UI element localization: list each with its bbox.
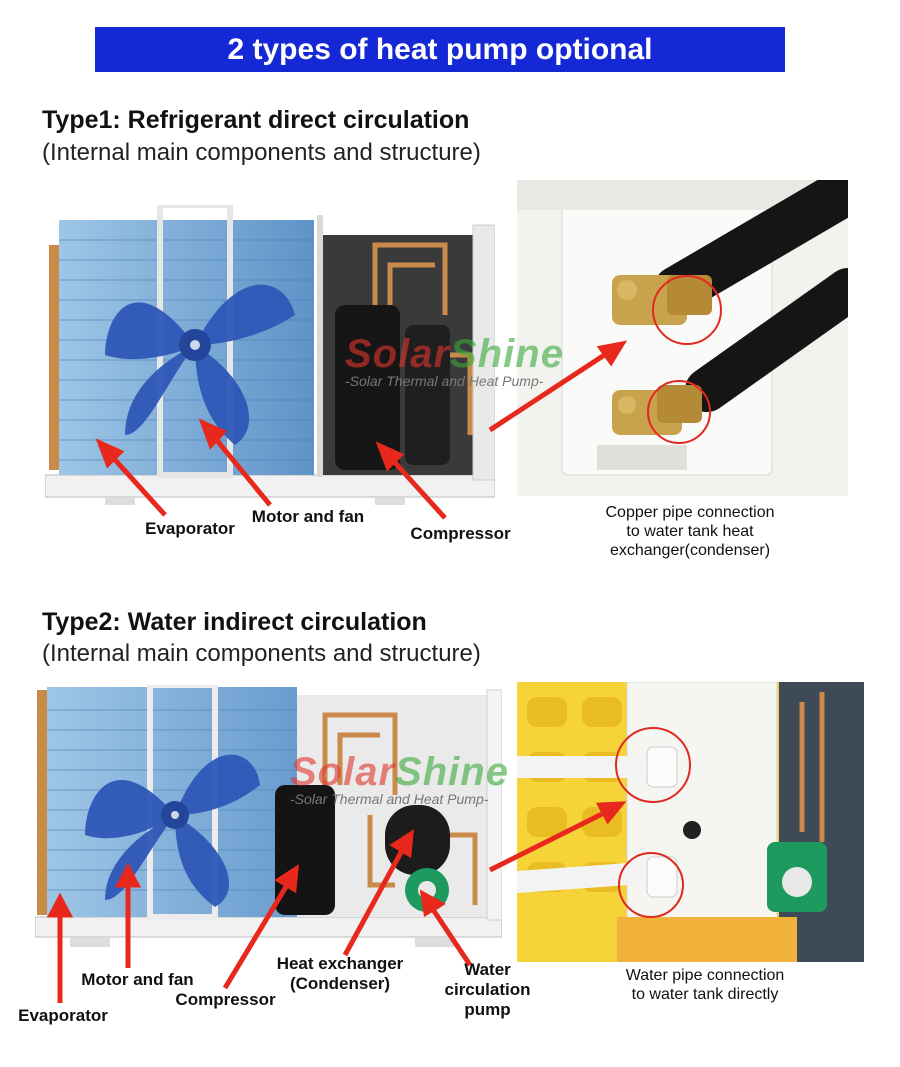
type2-label-pump: Water circulation pump [430,960,545,1020]
arrow-connection-1 [488,347,614,433]
watermark-brand-red: Solar [345,332,451,376]
arrow-evaporator-1 [106,450,167,517]
arrow-head-compressor-1 [375,441,405,472]
pump-line2: circulation [444,980,531,999]
type1-subtitle: (Internal main components and structure) [42,139,481,166]
watermark-brand-green: Shine [450,332,564,376]
watermark-tagline: -Solar Thermal and Heat Pump- [345,373,544,389]
highlight-circle-upper [652,275,722,345]
type2-connection-photo [517,682,864,962]
arrow-heat-exchanger-2 [342,843,408,957]
arrow-head-motor-1 [198,418,228,450]
arrow-connection-2 [488,807,612,873]
type1-caption: Copper pipe connection to water tank hea… [555,503,825,560]
type2-label-compressor: Compressor [175,990,276,1009]
highlight-circle-lower [647,380,711,444]
arrow-pump-2 [427,903,473,967]
type2-label-heat-exchanger: Heat exchanger (Condenser) [265,954,415,994]
watermark-brand-green-2: Shine [395,750,509,794]
type2-caption-line2: to water tank directly [631,986,779,1003]
type2-label-motor-fan: Motor and fan [81,970,194,989]
highlight-circle-lower-2 [618,852,684,918]
highlight-circle-upper-2 [615,727,691,803]
type2-title: Type2: Water indirect circulation [42,608,427,636]
type1-caption-line3: exchanger(condenser) [609,542,771,559]
type1-caption-line1: Copper pipe connection [605,504,775,521]
type2-caption-line1: Water pipe connection [625,967,785,984]
watermark-type1: SolarShine -Solar Thermal and Heat Pump- [345,332,564,389]
heat-exchanger-line2: (Condenser) [289,974,391,993]
pump-line1: Water [464,960,511,979]
type1-caption-line2: to water tank heat [626,523,754,540]
type2-subtitle: (Internal main components and structure) [42,640,481,667]
watermark-brand-red-2: Solar [290,750,396,794]
type1-label-motor-fan: Motor and fan [251,507,365,526]
banner-title: 2 types of heat pump optional [227,32,653,66]
arrow-motor-1 [208,430,272,507]
type1-label-compressor: Compressor [410,524,511,543]
type1-label-evaporator: Evaporator [145,519,235,538]
type1-title: Type1: Refrigerant direct circulation [42,106,470,134]
type2-caption: Water pipe connection to water tank dire… [580,966,830,1004]
arrow-head-connection-1 [596,340,628,367]
watermark-tagline-2: -Solar Thermal and Heat Pump- [290,791,489,807]
pump-line3: pump [464,1000,511,1019]
type1-unit-photo [45,205,495,505]
arrow-compressor-1 [386,453,447,520]
arrow-head-evaporator-1 [95,438,125,469]
watermark-type2: SolarShine -Solar Thermal and Heat Pump- [290,750,509,807]
type2-label-evaporator: Evaporator [18,1006,108,1025]
heat-exchanger-line1: Heat exchanger [276,954,404,973]
page-banner: 2 types of heat pump optional [95,27,785,72]
type1-connection-photo [517,180,848,496]
arrow-compressor-2 [222,878,293,990]
